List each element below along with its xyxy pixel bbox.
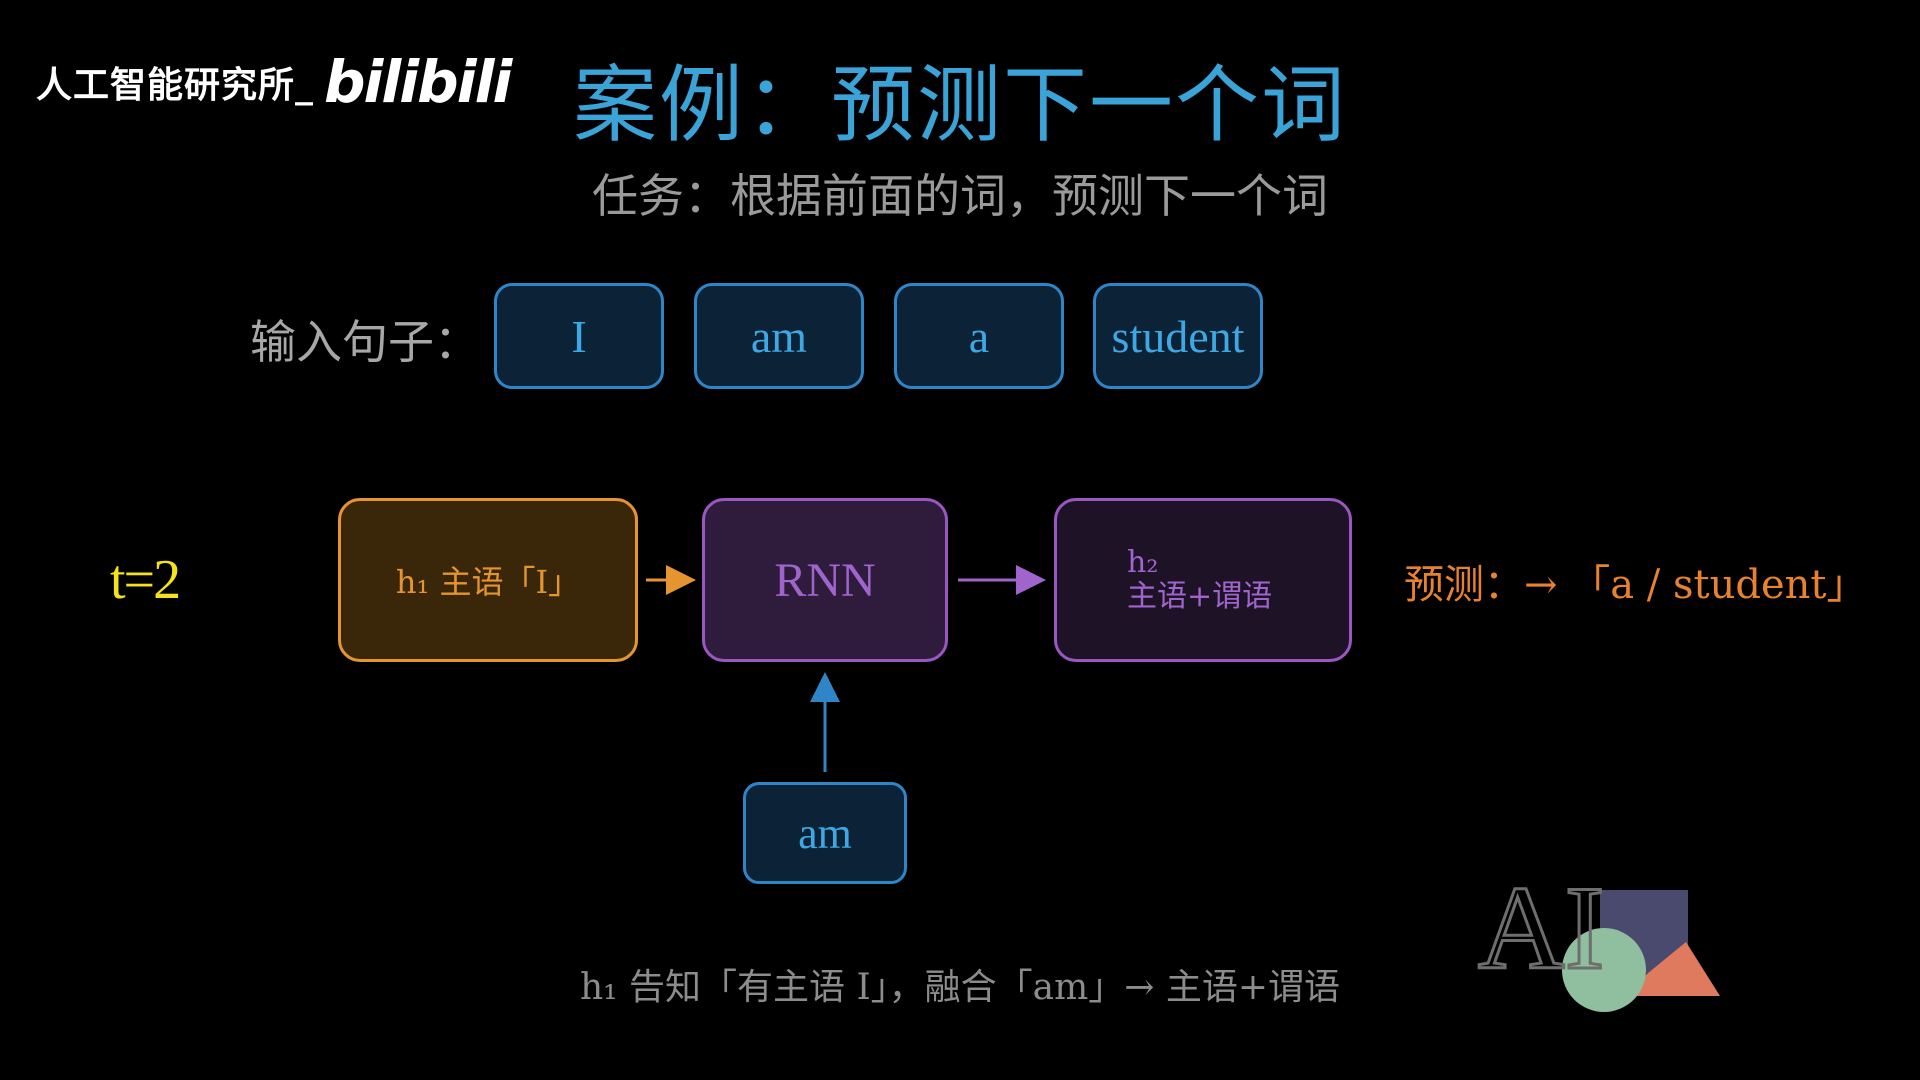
hidden-state-h2-box: h₂ 主语+谓语 <box>1054 498 1352 662</box>
channel-name: 人工智能研究所_ <box>36 65 315 106</box>
timestep-label: t=2 <box>110 549 181 611</box>
rnn-cell-box: RNN <box>702 498 948 662</box>
explanation-note: h₁ 告知「有主语 I」，融合「am」→ 主语+谓语 <box>579 967 1341 1008</box>
slide-subtitle: 任务：根据前面的词，预测下一个词 <box>592 169 1328 223</box>
hidden-state-h1-box: h₁ 主语「I」 <box>338 498 638 662</box>
token-box: a <box>894 283 1064 389</box>
token-box: student <box>1093 283 1263 389</box>
bilibili-logo: bilibili <box>324 48 512 116</box>
token-box: I <box>494 283 664 389</box>
rnn-label: RNN <box>774 553 876 607</box>
ai-logo-icon: AI <box>1477 860 1720 1012</box>
channel-watermark: 人工智能研究所_ bilibili <box>36 48 512 116</box>
input-word-label: am <box>798 808 852 858</box>
slide-title: 案例：预测下一个词 <box>572 56 1347 154</box>
h2-description: 主语+谓语 <box>1127 579 1273 614</box>
h1-label: h₁ 主语「I」 <box>395 563 581 601</box>
token-box: am <box>694 283 864 389</box>
ai-logo-text: AI <box>1478 861 1605 994</box>
prediction-text: 预测：→ 「a / student」 <box>1404 562 1867 608</box>
h2-label: h₂ <box>1127 545 1159 580</box>
input-word-box: am <box>743 782 907 884</box>
input-sentence-label: 输入句子： <box>250 315 480 369</box>
